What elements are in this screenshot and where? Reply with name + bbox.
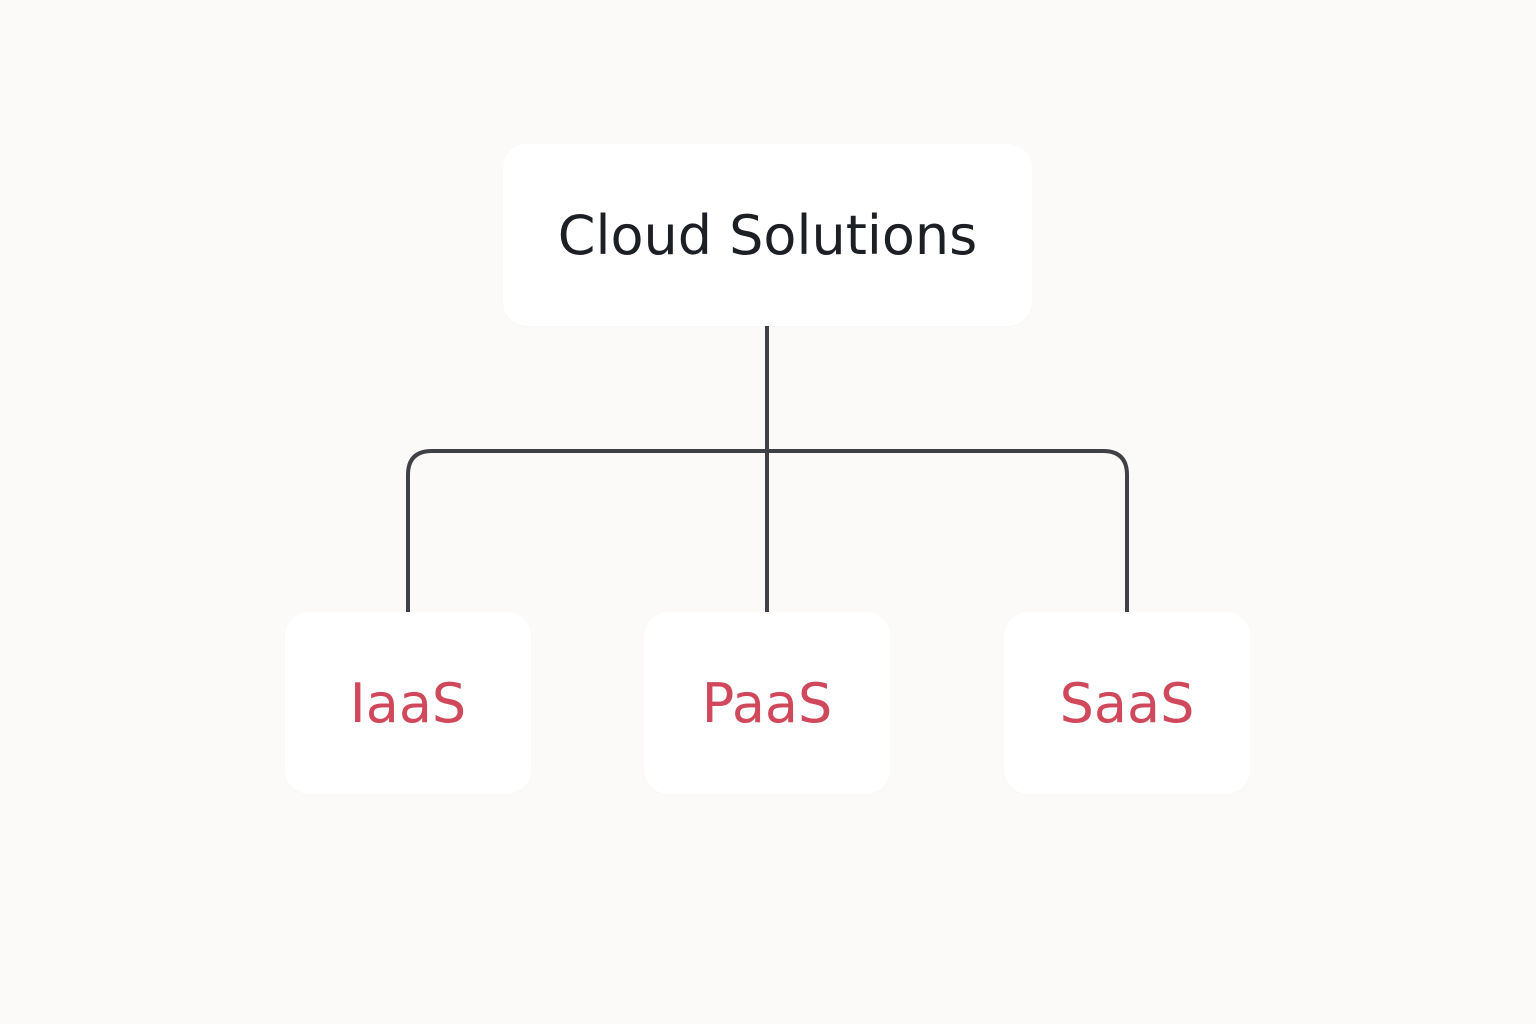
node-cloud-solutions: Cloud Solutions [503, 144, 1032, 326]
node-saas-label: SaaS [1059, 671, 1195, 735]
node-iaas: IaaS [285, 612, 531, 794]
node-cloud-solutions-label: Cloud Solutions [557, 203, 978, 267]
connector-horizontal-bus [406, 449, 1129, 612]
node-paas: PaaS [644, 612, 890, 794]
node-paas-label: PaaS [701, 671, 833, 735]
node-saas: SaaS [1004, 612, 1250, 794]
node-iaas-label: IaaS [349, 671, 467, 735]
